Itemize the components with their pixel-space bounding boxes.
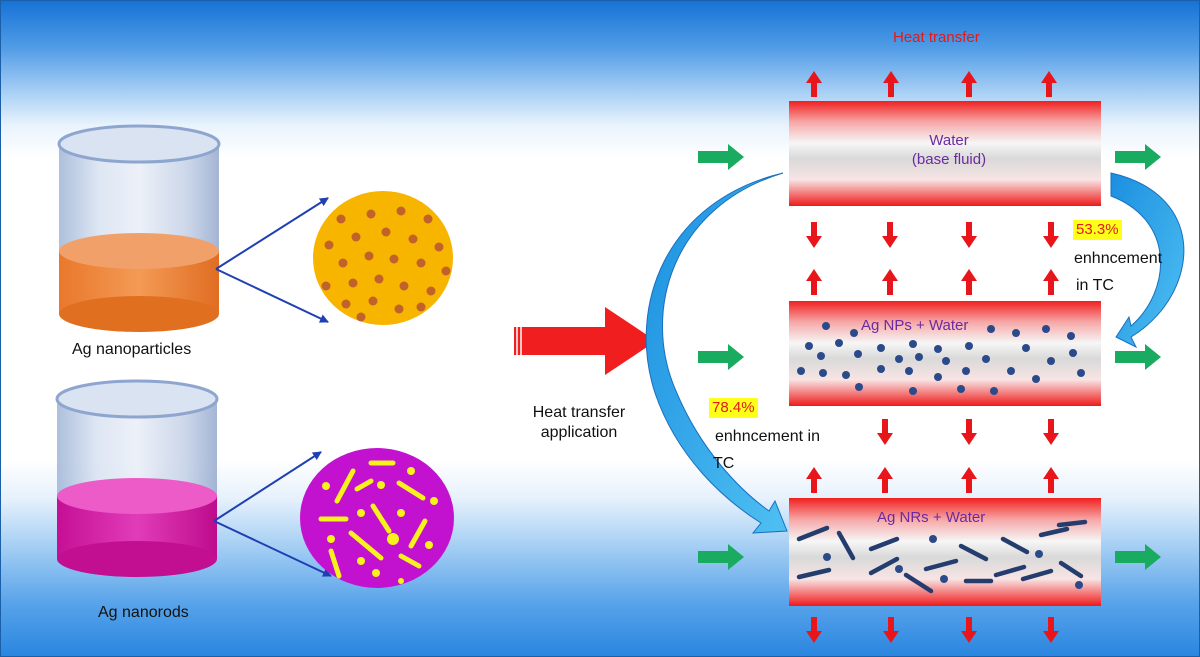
- pipe-ag-nrs: [789, 498, 1101, 606]
- beaker-icon: [57, 124, 221, 332]
- label-ag-nanoparticles: Ag nanoparticles: [72, 341, 192, 358]
- curved-arrow-to-nps-icon: [1110, 172, 1185, 349]
- nr-enhancement-value: 78.4%: [709, 398, 758, 418]
- zoom-lines-nanorods: [213, 451, 332, 577]
- label-ag-nanorods: Ag nanorods: [98, 604, 189, 621]
- nanoparticle-zoom-icon: [313, 191, 453, 325]
- label-pipe-water-2: (base fluid): [911, 151, 987, 168]
- beaker-icon: [55, 379, 219, 577]
- zoom-lines-nanoparticles: [215, 197, 329, 323]
- nanorod-zoom-icon: [300, 448, 454, 588]
- nr-enhancement-label-2: TC: [713, 455, 735, 472]
- pipe-water: [789, 101, 1101, 206]
- arrow-right-icon: [514, 307, 656, 375]
- label-heat-transfer-application-2: application: [540, 424, 618, 441]
- label-pipe-ag-nrs: Ag NRs + Water: [877, 509, 986, 526]
- np-enhancement-value: 53.3%: [1073, 220, 1122, 240]
- np-enhancement-label-1: enhncement: [1074, 250, 1163, 267]
- nr-enhancement-label-1: enhncement in: [715, 428, 820, 445]
- np-enhancement-label-2: in TC: [1076, 277, 1114, 294]
- curved-arrow-to-nrs-icon: [645, 172, 788, 534]
- label-heat-transfer: Heat transfer: [893, 29, 980, 46]
- label-heat-transfer-application-1: Heat transfer: [532, 404, 626, 421]
- label-pipe-ag-nps: Ag NPs + Water: [861, 317, 969, 334]
- pipe-ag-nps: [789, 301, 1101, 406]
- label-pipe-water-1: Water: [929, 132, 969, 149]
